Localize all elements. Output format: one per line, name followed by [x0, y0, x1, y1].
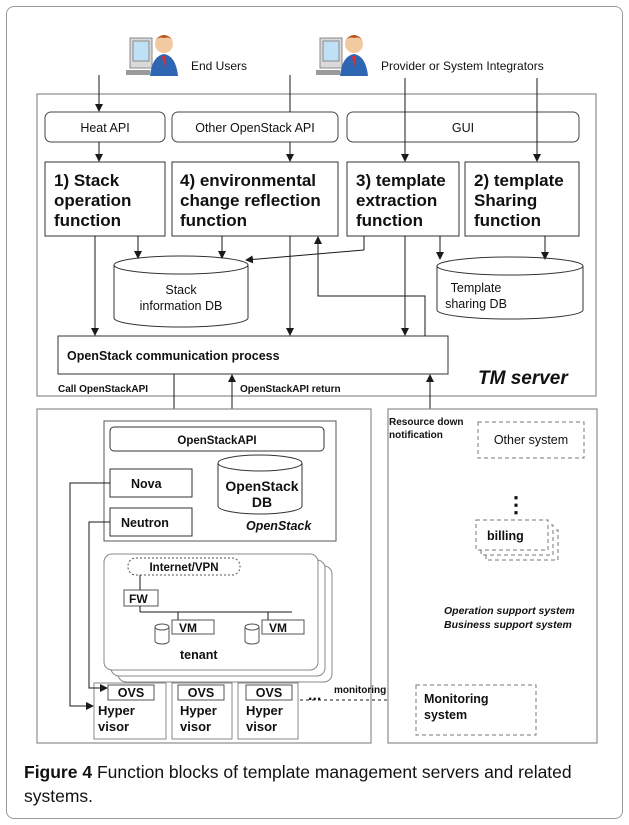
billing-box: [475, 519, 549, 551]
f2-line1: 2) template: [474, 171, 564, 190]
billing-label: billing: [487, 529, 524, 543]
template-sharing-function-box: [464, 161, 580, 237]
resource-down-line1: Resource down: [389, 417, 463, 428]
openstack-api-label: OpenStackAPI: [177, 435, 256, 447]
tenant-label: tenant: [180, 648, 218, 662]
stack-db-line2: information DB: [140, 299, 223, 313]
nova-to-hypervisor-arrow: [69, 482, 110, 710]
stack-operation-function-box: [44, 161, 166, 237]
openstack-label: OpenStack: [246, 519, 312, 533]
template-sharing-db: [436, 256, 584, 320]
internet-vpn-label: Internet/VPN: [149, 562, 218, 574]
neutron-label: Neutron: [121, 516, 169, 530]
heat-api-box: [44, 111, 166, 143]
ovs-3-label: OVS: [256, 686, 282, 700]
vm-1: [154, 619, 215, 645]
ovs-1-label: OVS: [118, 686, 144, 700]
stack-information-db: [113, 255, 249, 328]
comm-to-f4-feedback-arrow: [314, 236, 426, 336]
more-hypervisors-dots: ...: [308, 687, 321, 704]
oss-label: Operation support system: [444, 605, 575, 617]
openstack-api-box: [109, 426, 325, 452]
provider-user-icon: [316, 35, 368, 76]
f4-line1: 4) environmental: [180, 171, 316, 190]
openstack-db-line1: OpenStack: [225, 478, 298, 494]
monitoring-system-box: [415, 684, 537, 736]
f4-line3: function: [180, 211, 247, 230]
ovs-2-label: OVS: [188, 686, 214, 700]
end-users-label: End Users: [191, 59, 247, 73]
f1-line3: function: [54, 211, 121, 230]
hyper-3-line2: visor: [246, 719, 277, 734]
figure-caption: Figure 4 Function blocks of template man…: [24, 760, 604, 808]
gui-label: GUI: [452, 121, 474, 135]
nova-box: [109, 468, 193, 498]
openstack-api-return-label: OpenStackAPI return: [240, 384, 341, 395]
other-api-label: Other OpenStack API: [195, 121, 315, 135]
internet-vpn-box: [127, 557, 241, 576]
vm-1-label: VM: [179, 621, 197, 635]
firewall-box: [123, 589, 159, 607]
hyper-1-line1: Hyper: [98, 703, 135, 718]
caption-figure-label: Figure 4: [24, 762, 93, 782]
f1-line2: operation: [54, 191, 131, 210]
vm-2-label: VM: [269, 621, 287, 635]
environmental-change-function-box: [171, 161, 339, 237]
f1-line1: 1) Stack: [54, 171, 120, 190]
monitoring-system-line2: system: [424, 708, 467, 722]
tm-server-label: TM server: [478, 368, 569, 389]
monitoring-label: monitoring: [334, 685, 386, 696]
more-systems-vdots: ⋮: [505, 492, 527, 517]
hyper-2-line1: Hyper: [180, 703, 217, 718]
f4-line2: change reflection: [180, 191, 321, 210]
other-api-box: [171, 111, 339, 143]
template-extraction-function-box: [346, 161, 460, 237]
end-user-icon: [126, 35, 178, 76]
hyper-3-line1: Hyper: [246, 703, 283, 718]
caption-text: Function blocks of template management s…: [24, 762, 572, 806]
vm-2: [244, 619, 305, 645]
neutron-to-ovs-arrow: [88, 521, 110, 692]
firewall-label: FW: [129, 592, 148, 606]
openstack-db-line2: DB: [252, 494, 272, 510]
template-db-line2: sharing DB: [445, 297, 507, 311]
monitoring-system-line1: Monitoring: [424, 692, 489, 706]
providers-label: Provider or System Integrators: [381, 59, 544, 73]
call-openstack-api-label: Call OpenStackAPI: [58, 384, 148, 395]
openstack-communication-process-box: [57, 335, 449, 375]
hyper-2-line2: visor: [180, 719, 211, 734]
nova-label: Nova: [131, 477, 163, 491]
bss-label: Business support system: [444, 619, 572, 631]
function-block-diagram: End Users Provider or System Integrators…: [36, 35, 598, 744]
f2-line3: function: [474, 211, 541, 230]
f3-line2: extraction: [356, 191, 437, 210]
other-system-label: Other system: [494, 433, 568, 447]
resource-down-line2: notification: [389, 430, 443, 441]
template-db-line1: Template: [451, 281, 502, 295]
stack-db-line1: Stack: [165, 283, 197, 297]
openstack-db: [217, 454, 303, 515]
f3-to-stack-db-arrow: [245, 249, 365, 264]
hypervisor-2: [171, 682, 233, 740]
f2-line2: Sharing: [474, 191, 537, 210]
hypervisor-3: [237, 682, 299, 740]
f3-line3: function: [356, 211, 423, 230]
f3-line1: 3) template: [356, 171, 446, 190]
comm-process-label: OpenStack communication process: [67, 349, 280, 363]
other-system-box: [477, 421, 585, 459]
heat-api-label: Heat API: [80, 121, 129, 135]
hyper-1-line2: visor: [98, 719, 129, 734]
hypervisor-1: [93, 682, 167, 740]
